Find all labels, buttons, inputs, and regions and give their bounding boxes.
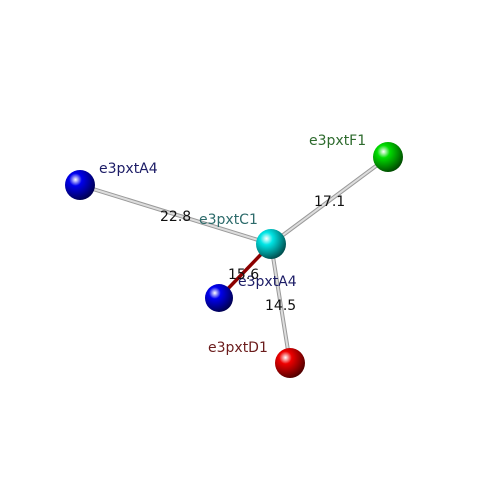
distance-label-c1-f1: 17.1	[314, 194, 345, 210]
distance-label-c1-a4-far: 22.8	[160, 209, 191, 225]
atom-e3pxtC1	[256, 229, 286, 259]
atom-label-e3pxtC1: e3pxtC1	[199, 212, 258, 228]
atom-e3pxtD1	[275, 348, 305, 378]
atom-label-e3pxtD1: e3pxtD1	[208, 340, 268, 356]
atom-label-e3pxtA4-near: e3pxtA4	[238, 274, 297, 290]
atom-e3pxtA4-near	[205, 284, 233, 312]
distance-label-c1-d1: 14.5	[265, 298, 296, 314]
bond-c1-f1	[269, 155, 390, 246]
atom-e3pxtF1	[373, 142, 403, 172]
atom-e3pxtA4-far	[65, 170, 95, 200]
bond-c1-a4-far	[78, 183, 273, 246]
distance-label-c1-a4-near: 15.6	[228, 267, 259, 283]
atom-label-e3pxtF1: e3pxtF1	[309, 133, 366, 149]
bond-c1-d1	[269, 242, 292, 365]
atom-label-e3pxtA4-far: e3pxtA4	[99, 161, 158, 177]
